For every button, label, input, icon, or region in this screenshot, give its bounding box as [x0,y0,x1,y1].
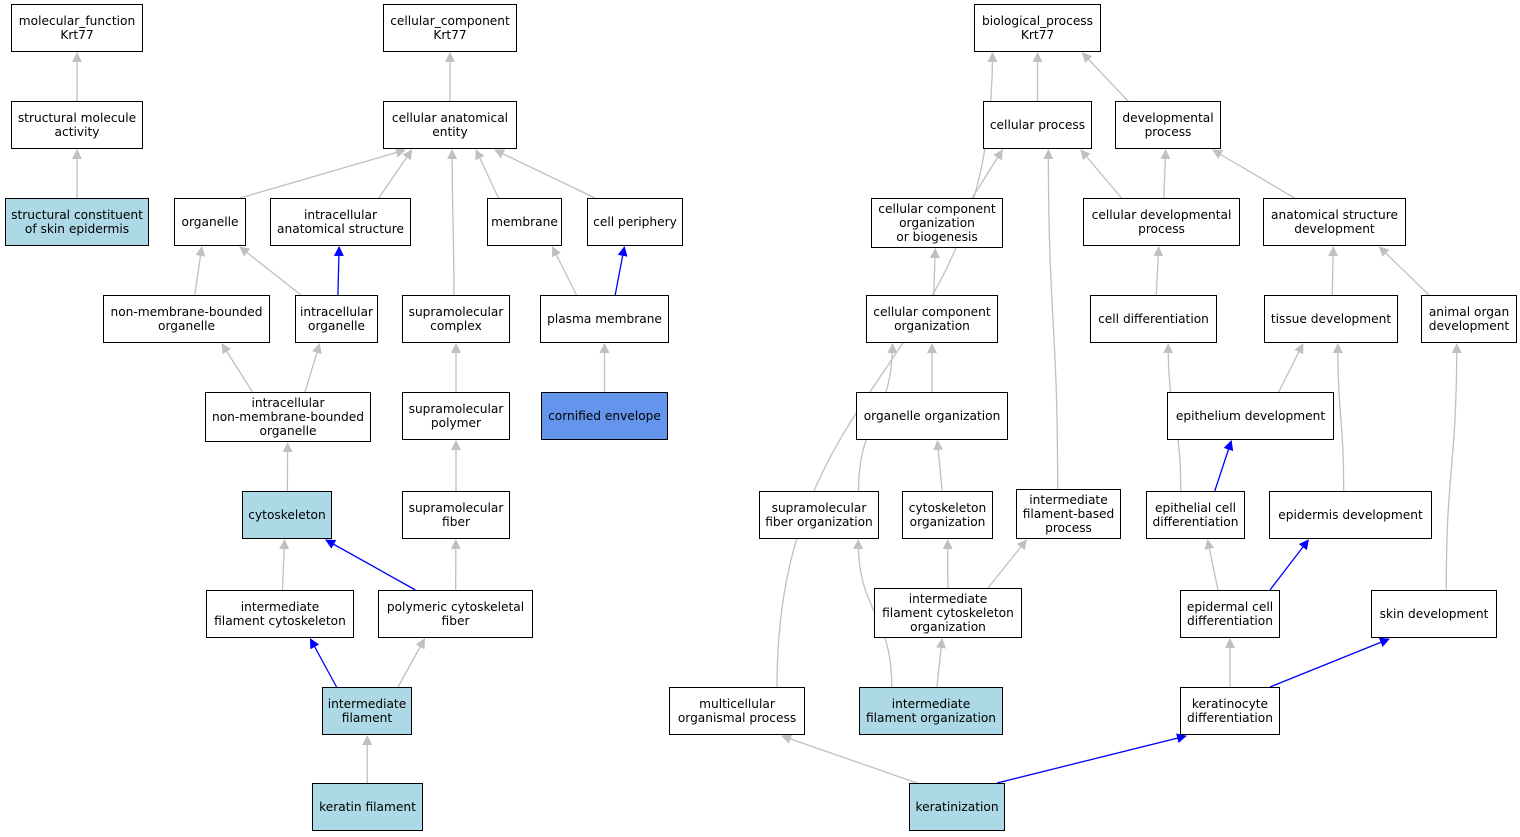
edge-intermediate_filament-to-polymeric_cytoskeletal_fiber [397,638,426,688]
edge-skin_development-to-animal_organ_development [1445,343,1462,591]
node-molecular-function[interactable]: molecular_function Krt77 [11,4,143,52]
node-cell-differentiation[interactable]: cell differentiation [1090,295,1217,343]
node-multicellular-organismal-process[interactable]: multicellular organismal process [669,687,805,735]
node-intracellular-non-membrane-bounded-organelle[interactable]: intracellular non-membrane-bounded organ… [205,392,371,442]
edge-epithelium_development-to-tissue_development [1278,343,1304,393]
node-cell-periphery[interactable]: cell periphery [587,198,683,246]
node-cellular-component-organization-or-biogenesis[interactable]: cellular component organization or bioge… [871,198,1003,248]
edge-cytoskeleton_organization-to-organelle_organization [933,440,944,492]
node-non-membrane-bounded-organelle[interactable]: non-membrane-bounded organelle [103,295,270,343]
node-keratinization[interactable]: keratinization [909,783,1005,831]
edge-cell_differentiation-to-cellular_developmental_process [1153,246,1164,296]
edge-plasma_membrane-to-cell_periphery [614,246,628,296]
node-intermediate-filament-based-process[interactable]: intermediate filament-based process [1016,489,1121,539]
edge-intracellular_organelle-to-intracellular_anatomical_structure [333,246,344,296]
node-keratin-filament[interactable]: keratin filament [312,783,423,831]
edge-supramolecular_complex-to-cellular_anatomical_entity [447,149,458,296]
node-epithelium-development[interactable]: epithelium development [1167,392,1334,440]
edge-if_organization-to-if_cytoskeleton_organization [936,638,947,688]
node-epidermis-development[interactable]: epidermis development [1269,491,1432,539]
node-biological-process[interactable]: biological_process Krt77 [974,4,1101,52]
edge-intermediate_filament_cytoskeleton-to-cytoskeleton [279,539,290,591]
node-epidermal-cell-differentiation[interactable]: epidermal cell differentiation [1180,590,1280,638]
node-intermediate-filament-cytoskeleton-organization[interactable]: intermediate filament cytoskeleton organ… [874,588,1022,638]
node-cellular-process[interactable]: cellular process [983,101,1092,149]
node-developmental-process[interactable]: developmental process [1115,101,1221,149]
edge-intermediate_filament-to-intermediate_filament_cytoskeleton [309,638,338,688]
node-cellular-developmental-process[interactable]: cellular developmental process [1083,198,1240,246]
edge-non_membrane_bounded_organelle-to-organelle [194,246,206,296]
edge-cellular_developmental_process-to-cellular_process [1080,149,1122,199]
edge-intracellular_anatomical_structure-to-cellular_anatomical_entity [378,149,413,199]
node-intermediate-filament-cytoskeleton[interactable]: intermediate filament cytoskeleton [206,590,354,638]
node-membrane[interactable]: membrane [487,198,562,246]
node-supramolecular-fiber-organization[interactable]: supramolecular fiber organization [759,491,879,539]
edge-plasma_membrane-to-membrane [551,246,578,296]
edge-cell_periphery-to-cellular_anatomical_entity [494,149,596,199]
edge-polymeric_cytoskeletal_fiber-to-cytoskeleton [325,539,416,591]
edge-organelle-to-cellular_anatomical_entity [239,147,406,199]
node-cytoskeleton-organization[interactable]: cytoskeleton organization [902,491,993,539]
edge-epithelial_cell_differentiation-to-epithelium_development [1214,440,1234,492]
edge-intracellular_organelle-to-organelle [239,246,302,296]
edge-epidermal_cell_differentiation-to-epidermis_development [1269,539,1309,591]
edge-keratinization-to-keratinocyte_differentiation [996,733,1187,784]
edge-multicellular_organismal_process-to-bp_root [776,52,998,688]
node-cellular-component[interactable]: cellular_component Krt77 [383,4,517,52]
edge-developmental_process-to-bp_root [1081,52,1129,102]
edge-cellular_developmental_process-to-developmental_process [1160,149,1171,199]
node-tissue-development[interactable]: tissue development [1264,295,1398,343]
edge-epidermis_development-to-tissue_development [1332,343,1345,492]
node-skin-development[interactable]: skin development [1371,590,1497,638]
edge-epidermal_cell_differentiation-to-epithelial_cell_differentiation [1204,539,1219,591]
node-organelle-organization[interactable]: organelle organization [856,392,1008,440]
edge-keratinocyte_differentiation-to-skin_development [1269,637,1390,688]
edge-intracellular_nmb_organelle-to-non_membrane_bounded_organelle [221,343,254,393]
node-intermediate-filament[interactable]: intermediate filament [322,687,412,735]
node-anatomical-structure-development[interactable]: anatomical structure development [1263,198,1406,246]
node-cellular-anatomical-entity[interactable]: cellular anatomical entity [383,101,517,149]
node-plasma-membrane[interactable]: plasma membrane [540,295,669,343]
node-keratinocyte-differentiation[interactable]: keratinocyte differentiation [1180,687,1280,735]
edge-if_cytoskeleton_organization-to-if_based_process [987,539,1027,589]
node-cellular-component-organization[interactable]: cellular component organization [866,295,998,343]
edge-animal_organ_development-to-anatomical_structure_development [1378,246,1430,296]
node-supramolecular-polymer[interactable]: supramolecular polymer [402,392,510,440]
node-structural-constituent-of-skin-epidermis[interactable]: structural constituent of skin epidermis [5,198,149,246]
edge-tissue_development-to-anatomical_structure_development [1328,246,1339,296]
edge-keratinization-to-multicellular_organismal_process [781,734,918,784]
node-intracellular-organelle[interactable]: intracellular organelle [295,295,378,343]
edge-membrane-to-cellular_anatomical_entity [475,149,500,199]
node-organelle[interactable]: organelle [174,198,246,246]
edge-intracellular_nmb_organelle-to-intracellular_organelle [304,343,322,393]
node-animal-organ-development[interactable]: animal organ development [1421,295,1517,343]
node-cytoskeleton[interactable]: cytoskeleton [242,491,332,539]
node-structural-molecule-activity[interactable]: structural molecule activity [11,101,143,149]
node-intracellular-anatomical-structure[interactable]: intracellular anatomical structure [270,198,411,246]
node-supramolecular-fiber[interactable]: supramolecular fiber [402,491,510,539]
node-cornified-envelope[interactable]: cornified envelope [541,392,668,440]
node-intermediate-filament-organization[interactable]: intermediate filament organization [859,687,1003,735]
edge-anatomical_structure_development-to-developmental_process [1212,149,1295,199]
edge-if_based_process-to-cellular_process [1043,149,1059,490]
node-polymeric-cytoskeletal-fiber[interactable]: polymeric cytoskeletal fiber [378,590,533,638]
edge-cc_organization-to-cc_org_or_biogenesis [929,248,940,296]
node-epithelial-cell-differentiation[interactable]: epithelial cell differentiation [1146,491,1245,539]
node-supramolecular-complex[interactable]: supramolecular complex [402,295,510,343]
edge-cc_org_or_biogenesis-to-cellular_process [971,149,1003,199]
